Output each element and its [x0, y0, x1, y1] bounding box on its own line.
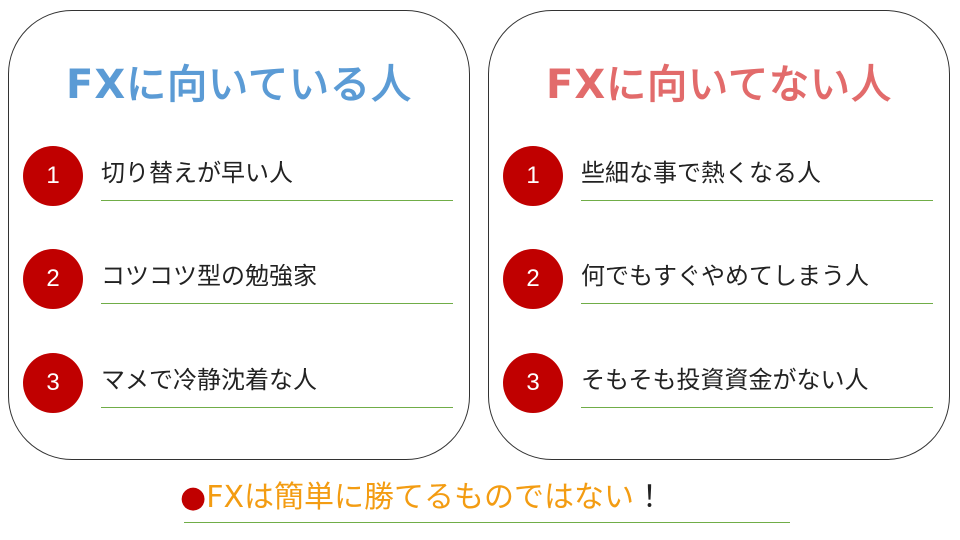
underline	[581, 303, 933, 304]
number-badge: 1	[503, 146, 563, 206]
footer-text-row: ●FXは簡単に勝てるものではない！	[180, 476, 672, 520]
number-badge: 3	[23, 353, 83, 413]
suitable-item-1: 1 切り替えが早い人	[23, 146, 453, 206]
unsuitable-item-3: 3 そもそも投資資金がない人	[503, 353, 933, 413]
number-badge: 2	[503, 249, 563, 309]
number-badge: 2	[23, 249, 83, 309]
number-badge: 3	[503, 353, 563, 413]
footer-statement: ●FXは簡単に勝てるものではない！	[180, 476, 790, 526]
underline	[101, 200, 453, 201]
unsuitable-item-2: 2 何でもすぐやめてしまう人	[503, 249, 933, 309]
unsuitable-title: FXに向いてない人	[546, 62, 892, 108]
suitable-title: FXに向いている人	[66, 62, 412, 108]
unsuitable-panel: FXに向いてない人 1 些細な事で熱くなる人 2 何でもすぐやめてしまう人 3 …	[488, 10, 950, 460]
suitable-panel: FXに向いている人 1 切り替えが早い人 2 コツコツ型の勉強家 3 マメで冷静…	[8, 10, 470, 460]
bullet-icon: ●	[180, 480, 207, 515]
footer-underline	[184, 522, 790, 523]
item-text: マメで冷静沈着な人	[101, 366, 317, 394]
item-text: コツコツ型の勉強家	[101, 262, 317, 290]
suitable-item-2: 2 コツコツ型の勉強家	[23, 249, 453, 309]
item-text: 些細な事で熱くなる人	[581, 159, 821, 187]
suitable-item-3: 3 マメで冷静沈着な人	[23, 353, 453, 413]
underline	[101, 407, 453, 408]
item-text: 切り替えが早い人	[101, 159, 293, 187]
exclamation-mark: ！	[642, 480, 672, 515]
footer-message: FXは簡単に勝てるものではない	[206, 480, 634, 515]
underline	[581, 200, 933, 201]
underline	[101, 303, 453, 304]
number-badge: 1	[23, 146, 83, 206]
unsuitable-item-1: 1 些細な事で熱くなる人	[503, 146, 933, 206]
underline	[581, 407, 933, 408]
item-text: そもそも投資資金がない人	[581, 366, 869, 394]
item-text: 何でもすぐやめてしまう人	[581, 262, 869, 290]
